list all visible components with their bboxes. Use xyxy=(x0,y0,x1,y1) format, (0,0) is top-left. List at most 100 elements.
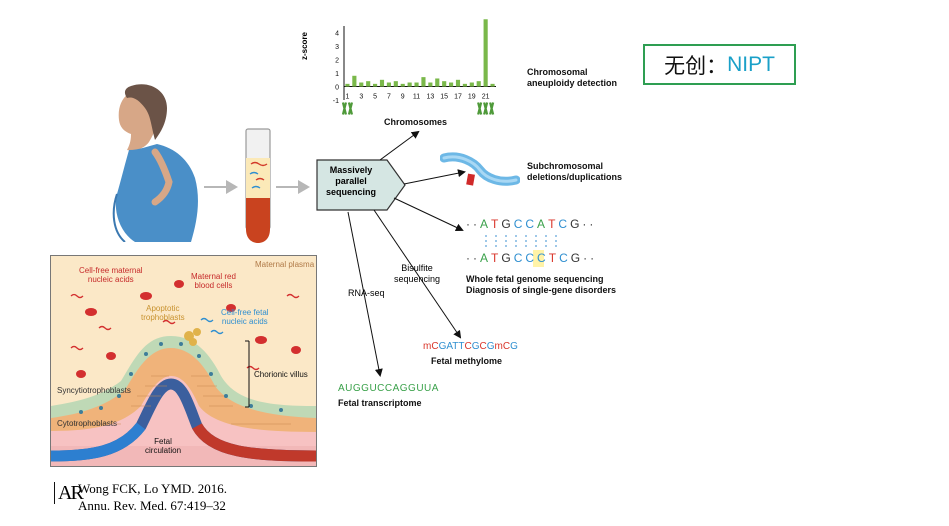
base-letter: C xyxy=(525,217,536,231)
base-letter: G xyxy=(570,251,582,265)
methyl-segment: C xyxy=(464,341,472,352)
chromosome-glyph xyxy=(477,102,495,115)
chart-bar xyxy=(469,82,474,87)
chart-bar xyxy=(386,82,391,87)
chart-bar xyxy=(414,82,419,87)
base-letter: C xyxy=(558,217,569,231)
label-rnaseq: RNA-seq xyxy=(348,288,385,298)
methyl-segment: mC xyxy=(423,341,439,352)
chart-ytick-label: -1 xyxy=(333,98,339,105)
chart-xtick-label: 13 xyxy=(426,94,434,101)
label-cf-fetal: Cell-free fetal nucleic acids xyxy=(221,308,269,326)
chart-bar xyxy=(400,83,405,87)
sequencing-box-shape xyxy=(316,159,406,211)
base-letter: C xyxy=(513,217,524,231)
badge-accent: NIPT xyxy=(727,52,775,76)
citation-text: Wong FCK, Lo YMD. 2016. Annu. Rev. Med. … xyxy=(78,481,228,513)
methylation-sequence: mCGATTCGCGmCG xyxy=(423,341,518,352)
mutation-highlight xyxy=(533,250,544,267)
label-cf-maternal: Cell-free maternal nucleic acids xyxy=(79,266,143,284)
chart-xtick-label: 3 xyxy=(359,94,363,101)
methyl-segment: mC xyxy=(494,341,511,352)
flow-arrows xyxy=(204,180,310,194)
chart-bar xyxy=(462,83,467,87)
base-letter: · xyxy=(473,217,478,231)
placenta-panel: Maternal plasma Cell-free maternal nucle… xyxy=(50,255,317,467)
chart-bar xyxy=(345,83,350,87)
chart-bar xyxy=(407,82,412,87)
base-letter: · xyxy=(590,251,596,265)
base-letter: C xyxy=(537,251,547,265)
label-chromosomal-aneuploidy: Chromosomal aneuploidy detection xyxy=(527,67,618,88)
label-subchromosomal: Subchromosomal deletions/duplications xyxy=(527,161,623,182)
base-letter: T xyxy=(548,217,557,231)
transcript-sequence: AUGGUCCAGGUUA xyxy=(338,383,439,394)
chart-bar xyxy=(428,82,433,87)
label-whole-genome: Whole fetal genome sequencing Diagnosis … xyxy=(466,274,617,295)
chart-xtick-label: 9 xyxy=(401,94,405,101)
base-letter: · xyxy=(466,217,471,231)
label-syncytio: Syncytiotrophoblasts xyxy=(57,386,131,395)
chart-xlabel: Chromosomes xyxy=(384,117,448,127)
chart-xtick-label: 5 xyxy=(373,94,377,101)
chart-bar xyxy=(442,81,447,87)
methyl-segment: G xyxy=(471,341,480,352)
base-letter: T xyxy=(491,217,500,231)
chart-bar xyxy=(421,77,426,87)
base-letter: A xyxy=(537,217,547,231)
chart-xtick-label: 17 xyxy=(454,94,462,101)
label-fetal-transcriptome: Fetal transcriptome xyxy=(338,398,422,408)
label-maternal-plasma: Maternal plasma xyxy=(255,260,315,269)
chart-ytick-label: 0 xyxy=(335,85,339,92)
chart-bar xyxy=(393,81,398,87)
base-letter: G xyxy=(501,251,512,265)
methyl-segment: G xyxy=(510,341,518,352)
citation-logo: AR xyxy=(54,482,84,504)
chart-bar xyxy=(483,19,488,87)
chart-xtick-label: 1 xyxy=(346,94,350,101)
chart-bar xyxy=(490,83,495,87)
pregnant-woman-illustration xyxy=(112,84,198,242)
sequence-dots xyxy=(485,235,557,247)
chromosome-icon xyxy=(440,152,520,186)
chart-ytick-label: 2 xyxy=(335,58,339,65)
label-bisulfite: Bisulfite sequencing xyxy=(394,263,441,284)
base-letter: · xyxy=(466,251,471,265)
label-cyto: Cytotrophoblasts xyxy=(57,419,118,428)
chart-ytick-label: 4 xyxy=(335,31,339,38)
methyl-segment: C xyxy=(479,341,487,352)
chart-bar xyxy=(379,79,385,87)
base-letter: A xyxy=(480,251,490,265)
chart-bar xyxy=(359,82,364,87)
base-letter: C xyxy=(513,251,524,265)
base-letter: A xyxy=(480,217,490,231)
chart-xtick-label: 19 xyxy=(468,94,476,101)
label-chorionic-villus: Chorionic villus xyxy=(254,370,308,379)
chart-xtick-label: 7 xyxy=(387,94,391,101)
base-letter: G xyxy=(501,217,512,231)
base-letter: T xyxy=(491,251,500,265)
methyl-segment: GATT xyxy=(438,341,465,352)
badge-prefix: 无创： xyxy=(664,54,728,78)
methyl-segment: G xyxy=(486,341,495,352)
base-letter: · xyxy=(589,217,595,231)
nipt-badge: 无创： NIPT xyxy=(643,44,796,85)
base-letter: C xyxy=(525,251,536,265)
chart-bar xyxy=(435,78,440,87)
base-letter: · xyxy=(582,217,588,231)
base-letter: · xyxy=(473,251,478,265)
chart-xtick-label: 11 xyxy=(413,94,420,101)
chromosome-glyph xyxy=(341,102,354,115)
chart-bar xyxy=(373,83,378,87)
chart-bar xyxy=(366,81,371,87)
label-fetal-circulation: Fetal circulation xyxy=(145,437,182,455)
base-letter: T xyxy=(548,251,558,265)
chart-bar xyxy=(449,82,454,87)
label-maternal-rbc: Maternal red blood cells xyxy=(191,272,236,290)
chart-ytick-label: 1 xyxy=(335,71,339,78)
chart-ylabel: z-score xyxy=(300,31,309,60)
